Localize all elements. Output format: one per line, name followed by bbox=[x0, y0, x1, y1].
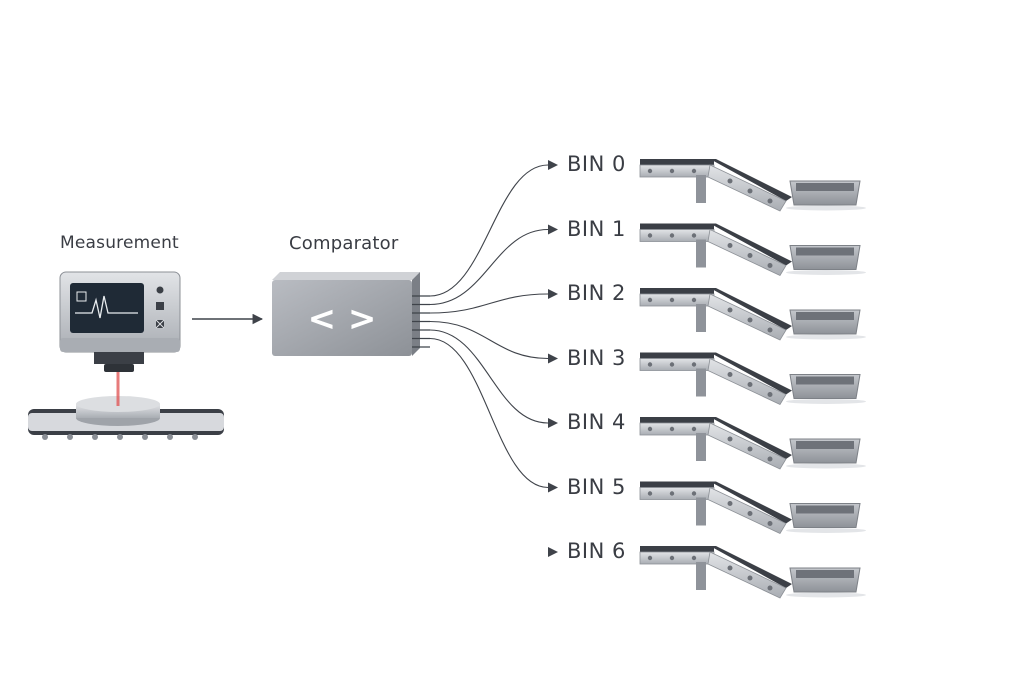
route-line bbox=[429, 329, 549, 424]
bin-sorters bbox=[639, 159, 866, 599]
comparator-symbol-icon: < > bbox=[308, 299, 377, 339]
bin-sorter bbox=[639, 481, 866, 535]
bin-label: BIN 1 bbox=[567, 216, 626, 241]
measurement-device bbox=[59, 271, 181, 372]
bin-sorter bbox=[639, 417, 866, 470]
route-arrow-icon bbox=[548, 547, 558, 557]
route-arrow-icon bbox=[548, 289, 558, 299]
route-arrow-icon bbox=[548, 224, 558, 235]
comparator-label: Comparator bbox=[289, 233, 399, 254]
route-arrow-icon bbox=[548, 353, 558, 364]
bin-sorter bbox=[639, 223, 866, 277]
measurement-label: Measurement bbox=[60, 233, 179, 253]
bin-label: BIN 6 bbox=[567, 539, 626, 563]
route-line bbox=[429, 293, 549, 314]
workpiece bbox=[76, 396, 160, 426]
bin-label: BIN 2 bbox=[567, 281, 626, 305]
bin-sorter bbox=[639, 159, 866, 212]
route-line bbox=[429, 164, 549, 297]
route-line bbox=[429, 320, 549, 360]
bin-label: BIN 4 bbox=[567, 410, 626, 434]
waveform-icon bbox=[75, 295, 138, 319]
device-knob-icon bbox=[156, 286, 164, 294]
bin-sorter bbox=[639, 546, 866, 599]
route-line bbox=[429, 228, 549, 306]
bin-label: BIN 5 bbox=[567, 474, 626, 499]
fanout-lines bbox=[412, 160, 558, 557]
device-button-icon bbox=[156, 302, 164, 310]
bin-label: BIN 0 bbox=[567, 152, 626, 176]
route-line bbox=[429, 337, 549, 489]
bin-sorter bbox=[639, 288, 866, 341]
bin-sorter bbox=[639, 352, 866, 406]
route-arrow-icon bbox=[548, 160, 558, 170]
route-arrow-icon bbox=[548, 418, 558, 428]
bin-label: BIN 3 bbox=[567, 345, 626, 370]
comparator-box: < > bbox=[272, 272, 420, 356]
route-arrow-icon bbox=[548, 482, 558, 493]
